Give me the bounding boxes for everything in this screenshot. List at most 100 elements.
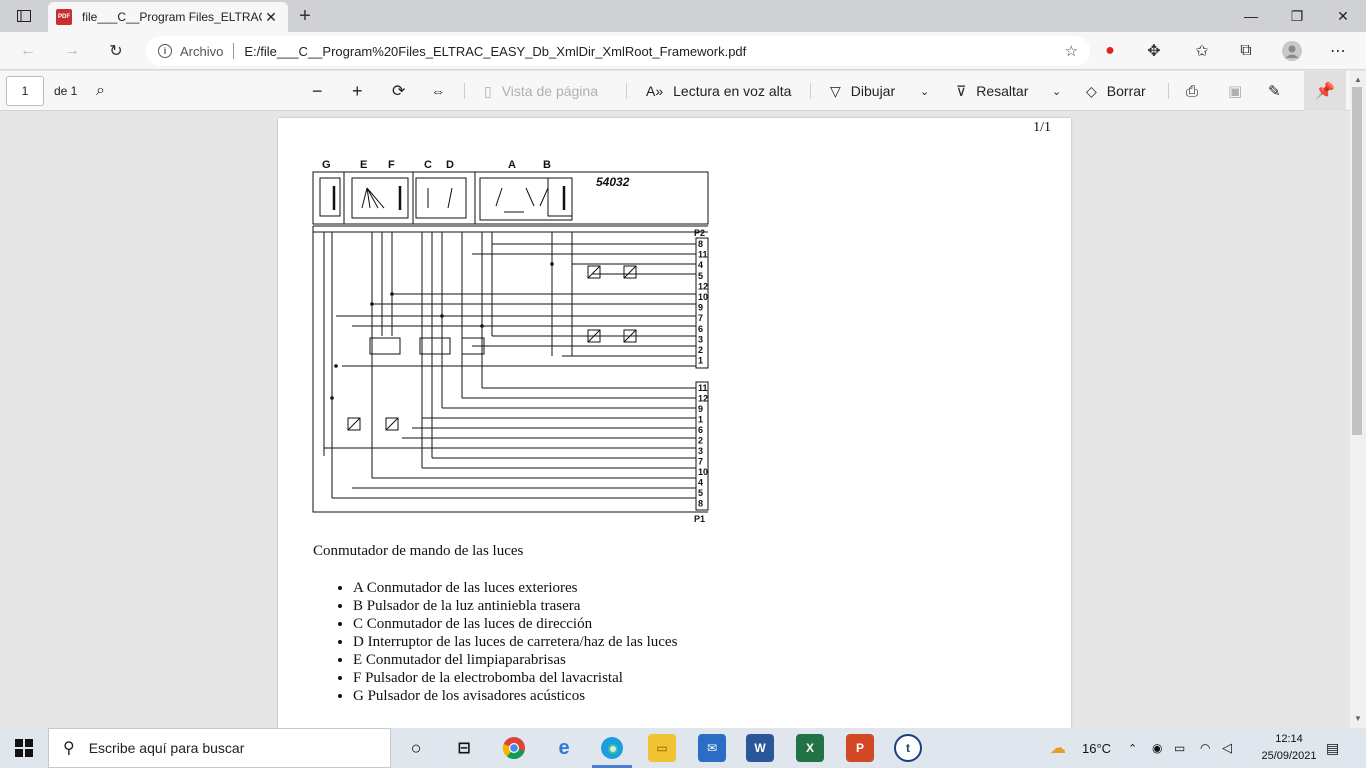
restore-button[interactable]: ❐ bbox=[1290, 7, 1304, 24]
volume-icon[interactable]: ◁ bbox=[1222, 740, 1232, 755]
save-icon[interactable]: ▣ bbox=[1228, 83, 1243, 100]
pin-label: 1 bbox=[698, 415, 703, 425]
tab-actions-button[interactable] bbox=[0, 0, 48, 32]
scrollbar-thumb[interactable] bbox=[1352, 87, 1362, 435]
pin-label: 9 bbox=[698, 404, 703, 414]
pin-label: 12 bbox=[698, 394, 708, 404]
close-window-button[interactable]: ✕ bbox=[1337, 7, 1349, 24]
highlight-icon: ⊽ bbox=[956, 82, 967, 99]
page-view-button[interactable]: ▯Vista de página bbox=[484, 71, 598, 111]
list-item: G Pulsador de los avisadores acústicos bbox=[353, 687, 677, 705]
browser-tab[interactable]: PDF file___C__Program Files_ELTRAC_E ✕ bbox=[48, 2, 288, 32]
settings-more-icon[interactable]: ⋯ bbox=[1330, 43, 1346, 60]
pin-label: 4 bbox=[698, 260, 703, 270]
internet-explorer-icon[interactable]: e bbox=[558, 736, 570, 759]
notifications-icon[interactable]: ▤ bbox=[1326, 739, 1340, 756]
draw-button[interactable]: ▽Dibujar bbox=[830, 71, 895, 111]
toolbar-divider bbox=[626, 83, 627, 99]
scroll-up-icon[interactable]: ▲ bbox=[1354, 75, 1362, 84]
weather-temperature[interactable]: 16°C bbox=[1082, 740, 1112, 756]
erase-button[interactable]: ◇Borrar bbox=[1086, 71, 1146, 111]
favorite-add-icon[interactable]: ☆ bbox=[1064, 43, 1078, 60]
list-item: E Conmutador del limpiaparabrisas bbox=[353, 651, 677, 669]
pin-toolbar-icon[interactable]: 📌 bbox=[1304, 71, 1346, 111]
word-icon[interactable]: W bbox=[746, 734, 774, 762]
connector-label-p1: P1 bbox=[694, 514, 705, 524]
rotate-icon[interactable]: ⟳ bbox=[392, 83, 406, 100]
weather-icon[interactable]: ☁ bbox=[1050, 740, 1066, 757]
powerpoint-icon[interactable]: P bbox=[846, 734, 874, 762]
draw-options-chevron-down-icon[interactable]: ⌄ bbox=[920, 85, 930, 98]
pin-label: 4 bbox=[698, 478, 703, 488]
new-tab-button[interactable]: + bbox=[299, 4, 311, 27]
toolbar-divider bbox=[1168, 83, 1169, 99]
list-item: B Pulsador de la luz antiniebla trasera bbox=[353, 597, 677, 615]
diagram-caption: Conmutador de mando de las luces bbox=[313, 543, 524, 559]
draw-icon: ▽ bbox=[830, 82, 841, 99]
navigation-bar: ← → ↻ i Archivo E:/file___C__Program%20F… bbox=[0, 32, 1366, 70]
search-icon[interactable]: ⌕ bbox=[96, 82, 105, 99]
battery-icon[interactable]: ▭ bbox=[1174, 741, 1186, 755]
pdf-page: 1/1 bbox=[278, 118, 1071, 728]
list-item: F Pulsador de la electrobomba del lavacr… bbox=[353, 669, 677, 687]
back-button[interactable]: ← bbox=[20, 42, 36, 59]
forward-button[interactable]: → bbox=[64, 42, 80, 59]
zoom-out-icon[interactable]: − bbox=[312, 80, 323, 101]
opera-extension-icon[interactable]: ● bbox=[1105, 42, 1115, 59]
fit-page-icon[interactable]: ⇔ bbox=[431, 83, 445, 99]
pdf-viewer: 1/1 bbox=[0, 111, 1350, 728]
page-view-icon: ▯ bbox=[484, 82, 492, 99]
taskbar-clock[interactable]: 12:14 25/09/2021 bbox=[1254, 731, 1324, 765]
pin-label: 8 bbox=[698, 239, 703, 249]
erase-label: Borrar bbox=[1106, 83, 1146, 99]
pin-label: 6 bbox=[698, 425, 703, 435]
extensions-icon[interactable]: ✥ bbox=[1147, 43, 1161, 60]
chrome-icon[interactable] bbox=[500, 734, 528, 762]
taskbar-search-box[interactable]: ⚲ Escribe aquí para buscar bbox=[48, 728, 391, 768]
scroll-down-icon[interactable]: ▼ bbox=[1354, 714, 1362, 723]
favorites-icon[interactable]: ✩ bbox=[1195, 43, 1209, 60]
file-explorer-icon[interactable]: ▭ bbox=[648, 734, 676, 762]
pin-label: 3 bbox=[698, 334, 703, 344]
page-number-input[interactable]: 1 bbox=[6, 76, 44, 106]
task-view-icon[interactable]: ⊟ bbox=[457, 740, 471, 757]
cortana-icon[interactable]: ○ bbox=[410, 737, 422, 758]
highlight-label: Resaltar bbox=[976, 83, 1029, 99]
app-t-icon[interactable]: t bbox=[894, 734, 922, 762]
pin-label: 7 bbox=[698, 457, 703, 467]
refresh-button[interactable]: ↻ bbox=[109, 43, 123, 60]
pin-label: 10 bbox=[698, 292, 708, 302]
pin-label: 2 bbox=[698, 436, 703, 446]
read-aloud-icon: A» bbox=[646, 83, 664, 99]
pin-label: 5 bbox=[698, 488, 703, 498]
wifi-icon[interactable]: ◠ bbox=[1200, 741, 1211, 755]
pin-label: 5 bbox=[698, 271, 703, 281]
meet-now-icon[interactable]: ◉ bbox=[1152, 741, 1163, 755]
save-as-icon[interactable]: ✎ bbox=[1268, 83, 1281, 100]
tab-close-icon[interactable]: ✕ bbox=[265, 8, 277, 25]
print-icon[interactable]: ⎙ bbox=[1186, 82, 1199, 100]
wiring-diagram: G E F C D A B 54032 P2 P1 81145121097632… bbox=[312, 159, 709, 524]
pin-label: 3 bbox=[698, 446, 703, 456]
highlight-button[interactable]: ⊽ Resaltar bbox=[956, 71, 1028, 111]
tray-chevron-up-icon[interactable]: ⌃ bbox=[1128, 742, 1138, 755]
collections-icon[interactable]: ⧉ bbox=[1240, 42, 1252, 59]
pin-label: 11 bbox=[698, 383, 708, 393]
mail-icon[interactable]: ✉ bbox=[698, 734, 726, 762]
highlight-options-chevron-down-icon[interactable]: ⌄ bbox=[1052, 85, 1062, 98]
start-button[interactable] bbox=[0, 728, 48, 768]
diagram-letter-c: C bbox=[424, 159, 432, 171]
vertical-scrollbar[interactable]: ▲ ▼ bbox=[1350, 71, 1366, 728]
zoom-in-icon[interactable]: + bbox=[352, 80, 363, 101]
info-icon[interactable]: i bbox=[158, 44, 172, 58]
profile-avatar[interactable] bbox=[1278, 38, 1306, 64]
address-bar[interactable]: i Archivo E:/file___C__Program%20Files_E… bbox=[146, 36, 1090, 66]
pin-label: 6 bbox=[698, 324, 703, 334]
chrome-logo bbox=[502, 737, 525, 759]
read-aloud-label: Lectura en voz alta bbox=[673, 83, 792, 99]
read-aloud-button[interactable]: A» Lectura en voz alta bbox=[646, 71, 791, 111]
excel-icon[interactable]: X bbox=[796, 734, 824, 762]
edge-icon[interactable] bbox=[598, 734, 626, 762]
page-total: de 1 bbox=[54, 84, 78, 98]
minimize-button[interactable]: — bbox=[1244, 8, 1258, 24]
